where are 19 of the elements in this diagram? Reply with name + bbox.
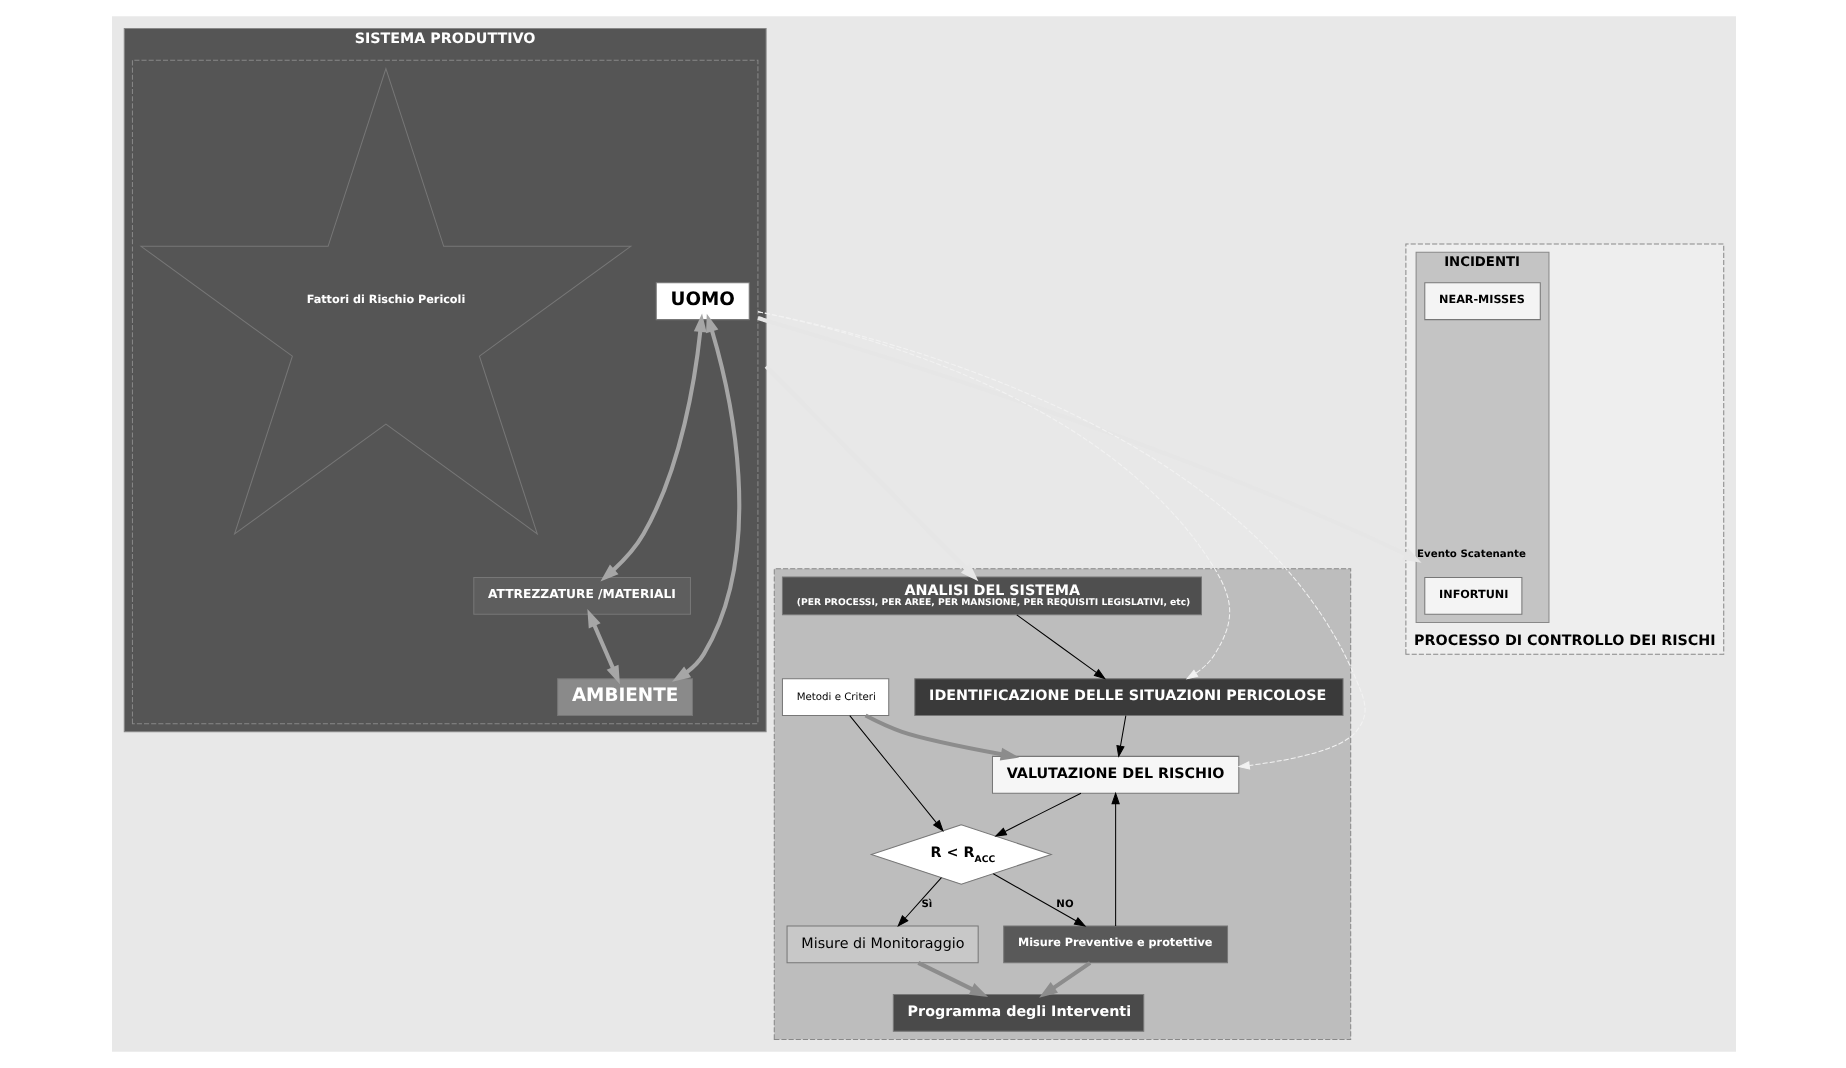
arrow — [848, 715, 943, 832]
arrow — [756, 311, 1365, 770]
arrow — [586, 608, 619, 685]
cluster — [772, 568, 1351, 1040]
arrow — [993, 792, 1081, 837]
node-box: AMBIENTE — [556, 678, 692, 716]
arrow — [671, 313, 741, 682]
arrow — [756, 311, 1230, 680]
arrow — [1115, 715, 1126, 758]
arrow — [599, 313, 706, 582]
arrow — [763, 364, 978, 582]
arrow — [863, 713, 1019, 761]
arrow — [991, 873, 1086, 927]
arrow — [1110, 791, 1119, 927]
arrow — [896, 877, 941, 928]
arrow — [1038, 961, 1091, 998]
arrow — [756, 316, 1421, 563]
node-box: UOMO — [654, 282, 749, 321]
arrow — [1015, 614, 1105, 680]
